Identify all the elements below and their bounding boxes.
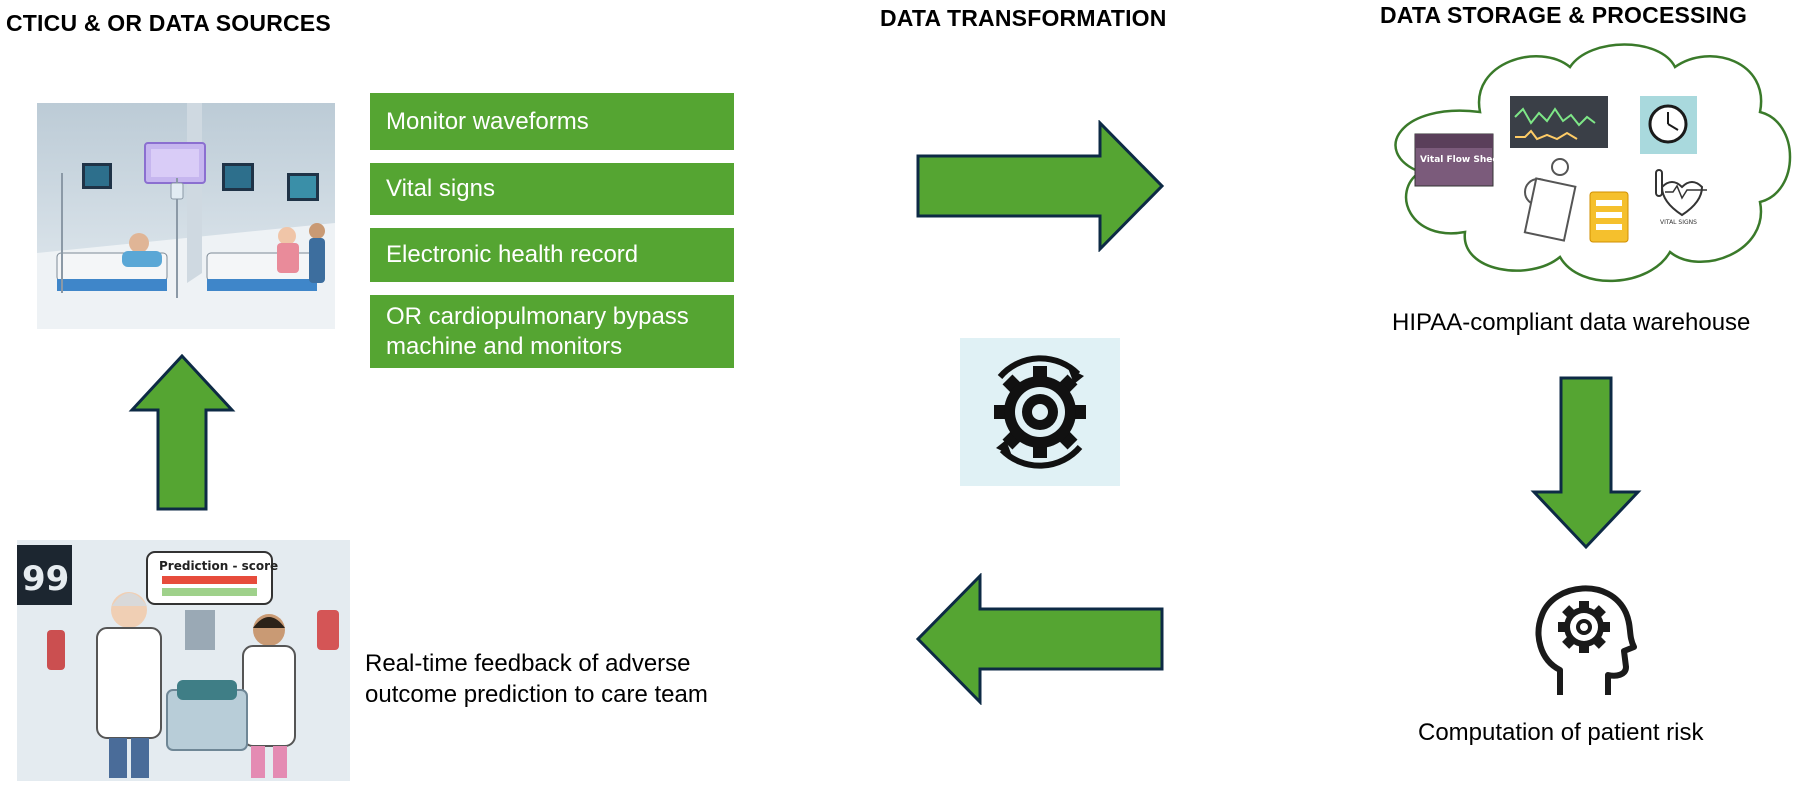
- monitor-digits: 99: [22, 559, 69, 599]
- source-item-or-bypass: OR cardiopulmonary bypass machine and mo…: [370, 295, 734, 368]
- source-item-monitor-waveforms: Monitor waveforms: [370, 93, 734, 150]
- risk-caption: Computation of patient risk: [1418, 719, 1704, 746]
- source-item-vital-signs: Vital signs: [370, 163, 734, 215]
- icu-ward-illustration: [37, 103, 335, 329]
- feedback-caption: Real-time feedback of adverse outcome pr…: [365, 650, 708, 708]
- left-arrow: [915, 573, 1164, 705]
- head-gear-icon: [1520, 575, 1648, 703]
- source-item-ehr: Electronic health record: [370, 228, 734, 282]
- prediction-bubble-text: Prediction - score: [159, 559, 278, 573]
- sources-heading: CTICU & OR DATA SOURCES: [6, 10, 331, 36]
- right-arrow: [916, 120, 1165, 252]
- care-team-illustration: 99 Prediction - score: [17, 540, 350, 781]
- vital-signs-text: VITAL SIGNS: [1660, 219, 1697, 226]
- up-arrow: [128, 354, 236, 511]
- down-arrow: [1530, 376, 1642, 550]
- warehouse-caption: HIPAA-compliant data warehouse: [1392, 309, 1751, 336]
- storage-heading: DATA STORAGE & PROCESSING: [1380, 2, 1748, 28]
- transformation-heading: DATA TRANSFORMATION: [880, 5, 1167, 31]
- flowsheet-text: Vital Flow Sheets: [1420, 155, 1508, 165]
- data-warehouse-cloud: Vital Flow Sheets VITAL SIGNS: [1394, 43, 1792, 283]
- transform-gear-icon: [960, 338, 1120, 486]
